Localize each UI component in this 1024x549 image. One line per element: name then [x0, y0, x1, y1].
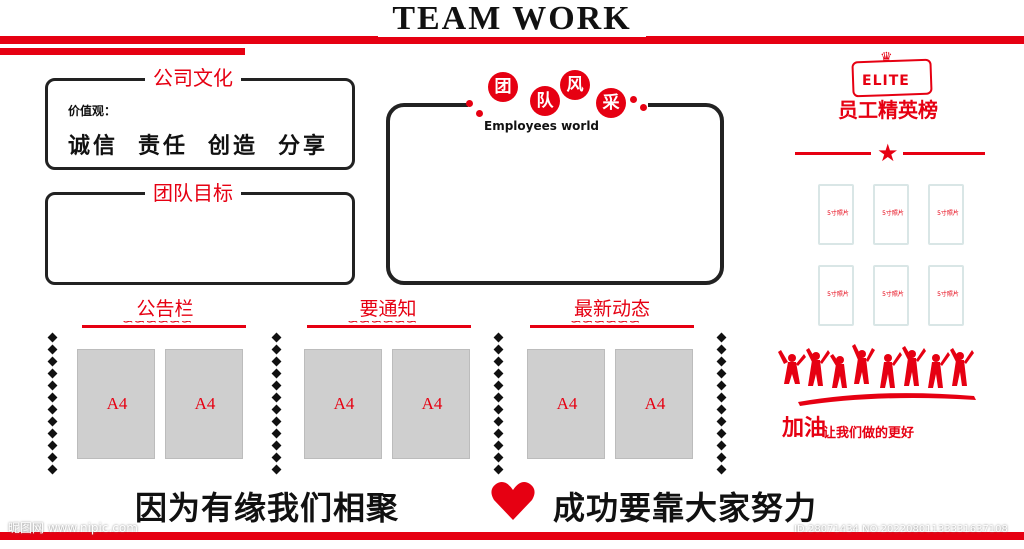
crown-icon: ♛ [880, 50, 893, 66]
a4-slot: A4 [77, 349, 155, 459]
a4-slot-label: A4 [556, 394, 578, 413]
diamond-border [47, 332, 57, 478]
bottom-divider [0, 532, 1024, 540]
values-list: 诚信责任创造分享 [68, 128, 348, 160]
watermark: 昵图网 www.nipic.com [8, 521, 138, 535]
photo-slot-label: 5寸照片 [937, 291, 959, 298]
decor-dot [640, 104, 647, 111]
cheer-main-text: 加油 [782, 416, 827, 441]
diamond-border [716, 332, 726, 478]
slogan-right: 成功要靠大家努力 [553, 489, 818, 527]
decor-dot [476, 110, 483, 117]
value-item: 诚信 [68, 134, 119, 159]
value-item: 分享 [278, 134, 329, 159]
values-label: 价值观： [68, 104, 117, 118]
diamond-border [493, 332, 503, 478]
section-title-bulletin: 公告栏 [115, 294, 215, 321]
photo-slot-label: 5寸照片 [882, 210, 904, 217]
elite-title: 员工精英榜 [838, 98, 938, 122]
a4-slot: A4 [304, 349, 382, 459]
photo-slot: 5寸照片 [928, 265, 964, 326]
team-style-char: 团 [488, 72, 518, 102]
team-style-subtitle: Employees world [484, 119, 600, 133]
photo-slot-label: 5寸照片 [882, 291, 904, 298]
a4-slot-label: A4 [644, 394, 666, 413]
value-item: 创造 [208, 134, 259, 159]
top-accent-bar [0, 48, 245, 55]
value-item: 责任 [138, 134, 189, 159]
photo-slot: 5寸照片 [818, 265, 854, 326]
photo-slot: 5寸照片 [818, 184, 854, 245]
a4-slot-label: A4 [194, 394, 216, 413]
section-title-notice: 要通知 [338, 294, 438, 321]
photo-slot: 5寸照片 [873, 184, 909, 245]
slogan-left: 因为有缘我们相聚 [135, 489, 400, 527]
heart-icon [491, 482, 535, 520]
team-style-char: 风 [560, 70, 590, 100]
page-title-text: TEAM WORK [378, 0, 646, 37]
section-title-news: 最新动态 [557, 294, 667, 321]
goal-panel [45, 192, 355, 285]
elite-divider-left [795, 152, 871, 155]
cheering-people-icon [778, 344, 976, 406]
image-id-text: ID:28071434 NO:20220801133331637108 [794, 524, 1008, 535]
goal-title: 团队目标 [145, 181, 241, 205]
decor-dot [466, 100, 473, 107]
a4-slot: A4 [527, 349, 605, 459]
photo-slot-label: 5寸照片 [827, 210, 849, 217]
culture-title: 公司文化 [145, 66, 241, 90]
a4-slot: A4 [615, 349, 693, 459]
cheer-sub-text: 让我们做的更好 [823, 426, 915, 441]
photo-slot: 5寸照片 [873, 265, 909, 326]
elite-badge-text: ELITE [862, 73, 910, 89]
section-underline [82, 325, 246, 328]
elite-divider-right [903, 152, 985, 155]
team-style-char: 队 [530, 86, 560, 116]
diamond-border [271, 332, 281, 478]
a4-slot-label: A4 [106, 394, 128, 413]
section-underline [307, 325, 471, 328]
decor-dot [630, 96, 637, 103]
a4-slot-label: A4 [421, 394, 443, 413]
team-style-char: 采 [596, 88, 626, 118]
photo-slot-label: 5寸照片 [827, 291, 849, 298]
a4-slot: A4 [392, 349, 470, 459]
photo-slot-label: 5寸照片 [937, 210, 959, 217]
page-title: TEAM WORK [0, 0, 1024, 38]
a4-slot-label: A4 [333, 394, 355, 413]
star-icon: ★ [877, 139, 899, 167]
section-underline [530, 325, 694, 328]
photo-slot: 5寸照片 [928, 184, 964, 245]
top-divider [0, 36, 1024, 44]
a4-slot: A4 [165, 349, 243, 459]
